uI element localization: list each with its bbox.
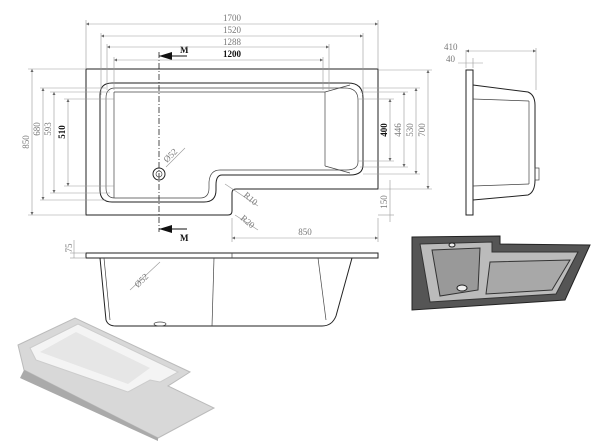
dim-593: 593 <box>43 122 53 136</box>
dim-1520: 1520 <box>223 25 242 35</box>
dim-410: 410 <box>444 42 458 52</box>
dim-150: 150 <box>379 195 389 209</box>
side-view: Ø52 75 <box>64 240 379 327</box>
dim-850: 850 <box>21 135 31 149</box>
section-label-top: M <box>180 45 189 55</box>
side-drain-label: Ø52 <box>132 271 150 289</box>
dim-40: 40 <box>446 54 456 64</box>
dim-75: 75 <box>64 243 74 253</box>
iso-underside-view <box>411 235 591 311</box>
dim-530: 530 <box>405 123 415 137</box>
dim-446: 446 <box>393 123 403 137</box>
iso-top-view <box>17 317 216 441</box>
dim-850-step: 850 <box>298 227 312 237</box>
dim-400: 400 <box>379 123 389 137</box>
section-label-bottom: M <box>180 233 189 243</box>
dim-700: 700 <box>417 123 427 137</box>
end-view: 410 40 <box>444 42 540 216</box>
dim-1700: 1700 <box>223 13 242 23</box>
dim-680: 680 <box>32 122 42 136</box>
drain-diameter-label: Ø52 <box>161 146 179 164</box>
dim-1200: 1200 <box>223 49 242 59</box>
plan-view: Ø52 M M 1700 1520 1288 1200 850 680 593 … <box>21 13 432 243</box>
dim-510: 510 <box>57 125 67 139</box>
radius-r10: R10 <box>242 190 260 208</box>
dim-1288: 1288 <box>223 37 242 47</box>
